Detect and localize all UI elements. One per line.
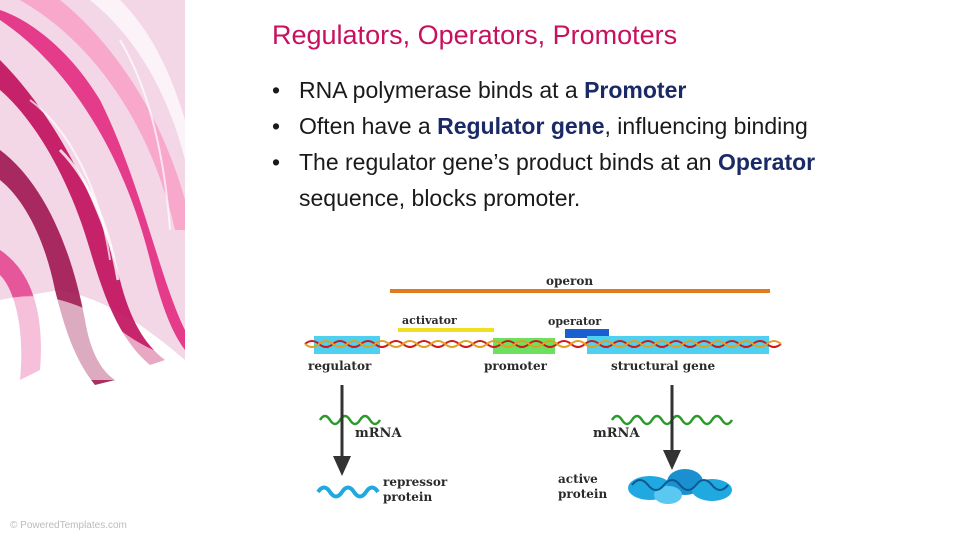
bullet-icon: • — [272, 113, 281, 139]
bullet-icon: • — [272, 77, 281, 103]
bullet-item: •The regulator gene’s product binds at a… — [272, 144, 872, 216]
repressor-label-1: repressor — [383, 475, 448, 489]
bullet-item: •RNA polymerase binds at a Promoter — [272, 72, 872, 108]
repressor-protein-wave — [316, 485, 380, 499]
operator-box — [565, 329, 609, 338]
activator-bar — [398, 328, 494, 332]
slide-title: Regulators, Operators, Promoters — [272, 20, 678, 50]
operon-label: operon — [546, 274, 593, 288]
watermark: © PoweredTemplates.com — [10, 520, 127, 531]
bullet-icon: • — [272, 149, 281, 175]
active-protein-label-2: protein — [558, 487, 607, 501]
regulator-label: regulator — [308, 359, 372, 373]
activator-label: activator — [402, 314, 457, 327]
structural-gene-label: structural gene — [611, 359, 716, 373]
dna-strand-b — [304, 340, 782, 348]
active-protein-label-1: active — [558, 472, 598, 486]
mrna-right-label: mRNA — [593, 426, 640, 441]
bullet-item: •Often have a Regulator gene, influencin… — [272, 108, 872, 144]
operon-bar — [390, 289, 770, 293]
mrna-left-label: mRNA — [355, 426, 402, 441]
decorative-swirl-graphic — [0, 0, 185, 540]
promoter-label: promoter — [484, 359, 548, 373]
active-protein-blob — [628, 469, 732, 504]
arrow-right-icon — [663, 450, 681, 470]
mrna-left-wave — [318, 414, 382, 426]
bullet-list: •RNA polymerase binds at a Promoter •Oft… — [272, 72, 872, 216]
arrow-left-icon — [333, 456, 351, 476]
operator-label: operator — [548, 315, 601, 328]
repressor-label-2: protein — [383, 490, 432, 504]
